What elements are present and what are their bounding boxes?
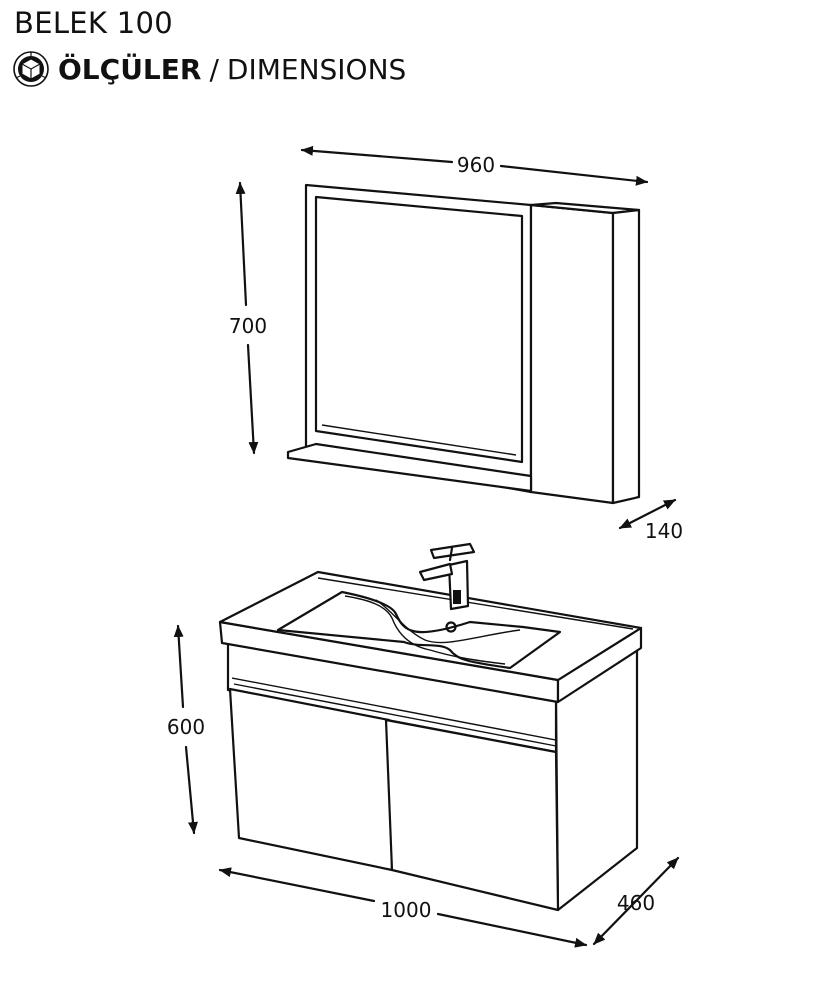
vanity-unit — [218, 542, 643, 912]
section-heading: ÖLÇÜLER / DIMENSIONS — [12, 50, 406, 88]
vanity-depth-label: 460 — [617, 891, 655, 915]
side-cabinet-door — [529, 203, 615, 505]
vanity-height-label: 600 — [167, 715, 205, 739]
mirror-height-label: 700 — [229, 314, 267, 338]
product-title: BELEK 100 — [14, 6, 173, 40]
vanity-width-label: 1000 — [381, 898, 432, 922]
cabinet-door-left — [228, 687, 394, 872]
drain-hole — [445, 621, 457, 633]
mirror-glass — [314, 195, 524, 464]
mirror-depth-dimension: 140 — [618, 498, 683, 543]
heading-turkish: ÖLÇÜLER — [58, 52, 202, 86]
side-cabinet-side — [611, 208, 641, 505]
mirror-width-label: 960 — [457, 153, 495, 177]
mirror-width-dimension: 960 — [300, 145, 649, 186]
heading-separator: / — [209, 52, 219, 86]
dimension-cube-icon — [13, 51, 49, 87]
heading-english: DIMENSIONS — [226, 52, 407, 86]
vanity-height-dimension: 600 — [167, 624, 205, 835]
vanity-width-dimension: 1000 — [218, 867, 588, 948]
mirror-height-dimension: 700 — [229, 181, 267, 455]
basin-bowl — [276, 590, 562, 670]
mirror-cabinet — [286, 183, 641, 505]
basin-top — [218, 570, 643, 682]
faucet — [418, 542, 476, 611]
vanity-depth-dimension: 460 — [592, 856, 680, 946]
cabinet-door-right — [384, 718, 560, 912]
mirror-depth-label: 140 — [645, 519, 683, 543]
